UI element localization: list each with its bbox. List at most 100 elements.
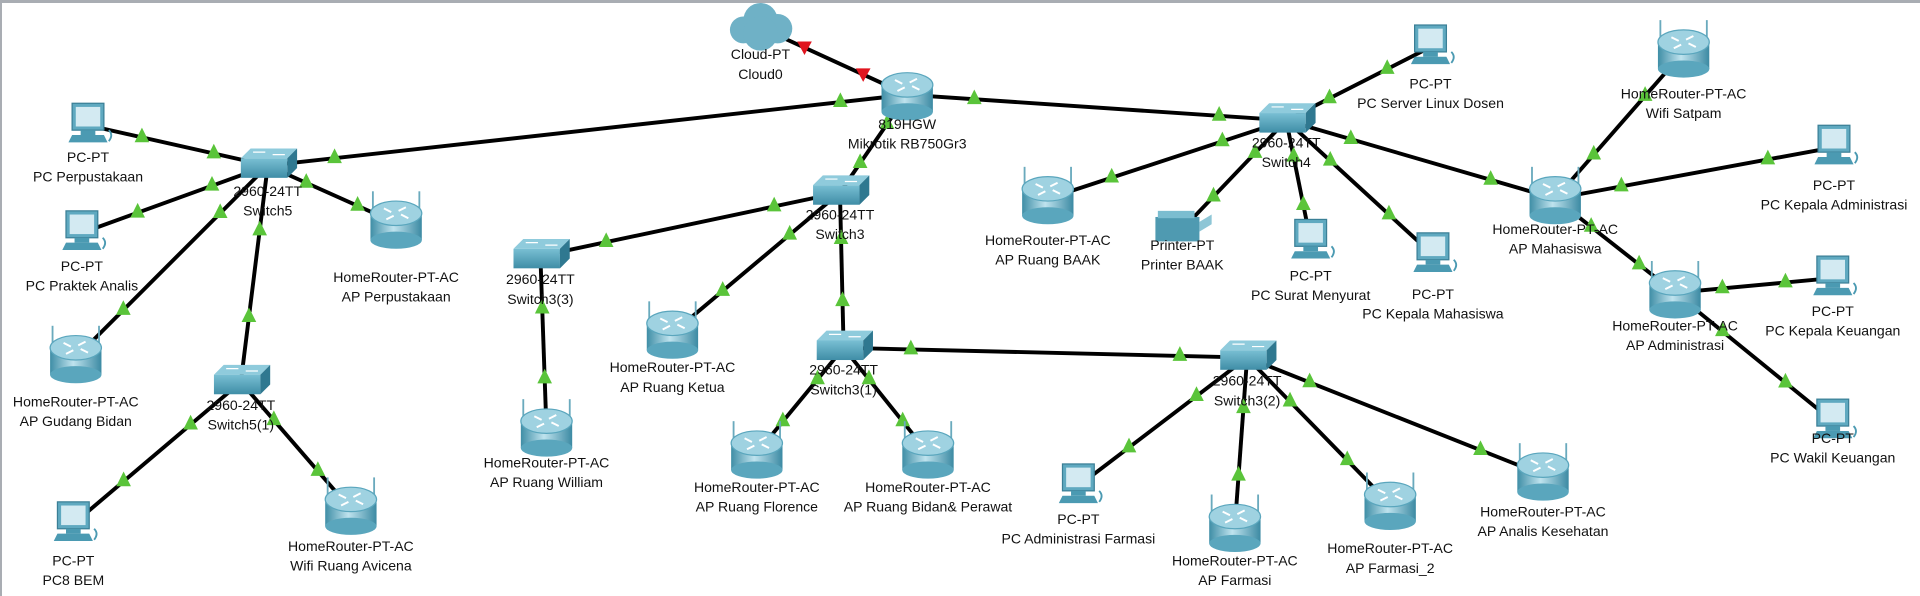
switch-icon[interactable] bbox=[513, 238, 570, 269]
cable[interactable] bbox=[1673, 291, 1835, 423]
link-switch5-pc_praktek[interactable] bbox=[81, 163, 269, 235]
cable[interactable] bbox=[267, 92, 908, 168]
homerouter-icon[interactable] bbox=[646, 301, 699, 359]
link-ap_mahasiswa-wifi_satpam[interactable] bbox=[1553, 50, 1686, 200]
cable[interactable] bbox=[1674, 276, 1833, 295]
link-mikrotik-switch5[interactable] bbox=[267, 92, 908, 168]
cable[interactable] bbox=[1554, 145, 1835, 201]
link-mikrotik-switch4[interactable] bbox=[907, 89, 1287, 123]
cable[interactable] bbox=[1180, 119, 1288, 231]
link-switch4-printer_baak[interactable] bbox=[1180, 119, 1288, 231]
pc-icon[interactable] bbox=[1813, 398, 1857, 439]
homerouter-icon[interactable] bbox=[324, 477, 378, 535]
switch-icon[interactable] bbox=[1259, 103, 1316, 133]
cable[interactable] bbox=[1246, 355, 1544, 477]
cable[interactable] bbox=[1553, 50, 1686, 200]
pc-icon[interactable] bbox=[68, 102, 113, 143]
link-switch5-ap_gudang[interactable] bbox=[74, 164, 270, 359]
cable[interactable] bbox=[1285, 118, 1556, 201]
pc-icon[interactable] bbox=[1413, 232, 1458, 272]
cable[interactable] bbox=[907, 92, 1287, 123]
cable[interactable] bbox=[1047, 118, 1287, 201]
pc-icon[interactable] bbox=[1813, 255, 1857, 296]
link-switch4-ap_mahasiswa[interactable] bbox=[1285, 118, 1556, 201]
homerouter-icon[interactable] bbox=[1657, 20, 1710, 78]
cable[interactable] bbox=[74, 164, 270, 359]
homerouter-icon[interactable] bbox=[49, 325, 103, 384]
cloud-icon[interactable] bbox=[729, 3, 793, 51]
cable[interactable] bbox=[539, 190, 841, 259]
cable[interactable] bbox=[538, 256, 549, 432]
switch-icon[interactable] bbox=[816, 330, 873, 361]
link-switch5_1-pc8_bem[interactable] bbox=[72, 380, 243, 526]
cable[interactable] bbox=[843, 345, 1248, 360]
link-switch5_1-wifi_avicena[interactable] bbox=[239, 380, 353, 511]
router-icon[interactable] bbox=[880, 72, 934, 121]
homerouter-icon[interactable] bbox=[1648, 260, 1702, 319]
cable[interactable] bbox=[81, 163, 269, 235]
homerouter-icon[interactable] bbox=[369, 191, 423, 249]
pc-icon[interactable] bbox=[1410, 24, 1455, 65]
pc-icon[interactable] bbox=[1291, 218, 1335, 259]
link-switch3_2-ap_analis[interactable] bbox=[1246, 355, 1544, 477]
link-ap_administrasi-pc_wakil_keuangan[interactable] bbox=[1673, 291, 1835, 423]
homerouter-icon[interactable] bbox=[1516, 443, 1570, 501]
switch-icon[interactable] bbox=[240, 148, 298, 178]
homerouter-icon[interactable] bbox=[1528, 166, 1582, 225]
homerouter-icon[interactable] bbox=[901, 421, 955, 479]
switch-icon[interactable] bbox=[813, 175, 870, 205]
link-ap_administrasi-pc_kepala_keuangan[interactable] bbox=[1674, 272, 1833, 295]
cable[interactable] bbox=[837, 192, 846, 348]
link-switch5-switch5_1[interactable] bbox=[238, 165, 270, 383]
link-switch5-pc_perpustakaan[interactable] bbox=[87, 123, 269, 168]
printer-icon[interactable] bbox=[1155, 210, 1212, 242]
pc-icon[interactable] bbox=[53, 501, 98, 541]
link-switch4-pc_kepala_mhs[interactable] bbox=[1284, 118, 1435, 257]
switch-icon[interactable] bbox=[1220, 340, 1277, 370]
homerouter-icon[interactable] bbox=[730, 421, 784, 479]
homerouter-icon[interactable] bbox=[1021, 166, 1075, 225]
link-switch3-switch3_3[interactable] bbox=[539, 190, 841, 259]
cable[interactable] bbox=[87, 123, 269, 168]
link-ap_mahasiswa-pc_kepala_admin[interactable] bbox=[1554, 145, 1835, 201]
link-switch4-ap_baak[interactable] bbox=[1047, 118, 1287, 201]
link-switch3_2-pc_admin_farmasi[interactable] bbox=[1077, 356, 1249, 488]
cable[interactable] bbox=[671, 191, 842, 335]
cable[interactable] bbox=[1077, 356, 1249, 488]
cable[interactable] bbox=[239, 380, 353, 511]
switch-icon[interactable] bbox=[213, 364, 271, 395]
link-switch3_3-ap_william[interactable] bbox=[534, 256, 553, 432]
pc-icon[interactable] bbox=[1058, 463, 1103, 504]
cable[interactable] bbox=[238, 165, 270, 383]
link-switch3-ap_ketua[interactable] bbox=[671, 191, 842, 335]
